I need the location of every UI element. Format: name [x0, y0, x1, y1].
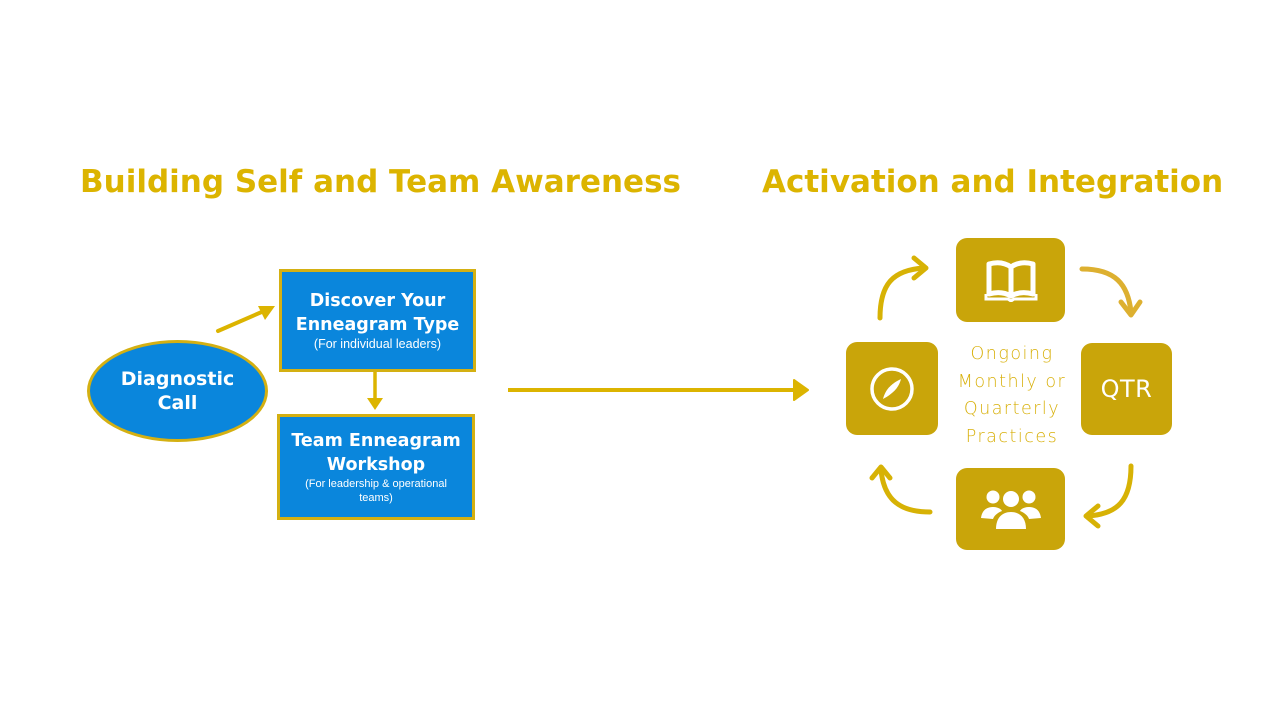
cycle-arrow-right-to-bottom: [1085, 463, 1134, 519]
cycle-arrow-top-to-right: [1079, 266, 1134, 315]
diagnostic-call-node: Diagnostic Call: [87, 340, 268, 442]
discover-type-line2: Enneagram Type: [295, 315, 460, 335]
arrow-discover-to-workshop-head: [367, 398, 383, 410]
team-workshop-subtitle: (For leadership & operational teams): [305, 478, 447, 504]
cycle-center-line: Ongoing: [970, 344, 1054, 364]
discover-type-node: Discover Your Enneagram Type (For indivi…: [279, 269, 476, 372]
open-book-icon: [984, 260, 1037, 302]
cycle-center-label: Ongoing Monthly or Quarterly Practices: [948, 341, 1076, 451]
section-title-activation: Activation and Integration: [762, 164, 1224, 200]
diagnostic-call-line2: Call: [157, 392, 198, 414]
cycle-arrow-bottom-to-left-head: [869, 464, 893, 481]
cycle-tile-right: QTR: [1081, 343, 1172, 435]
cycle-tile-top: [956, 238, 1065, 322]
cycle-tile-bottom: [956, 468, 1065, 550]
diagnostic-call-line1: Diagnostic: [120, 368, 235, 390]
cycle-center-line: Monthly or: [957, 371, 1067, 392]
team-workshop-node: Team Enneagram Workshop (For leadership …: [277, 414, 475, 520]
cycle-arrow-left-to-top: [877, 265, 927, 321]
cycle-arrow-top-to-right-head: [1118, 299, 1143, 318]
arrow-diagnostic-to-discover-head: [258, 306, 275, 320]
arrow-phase-transition-head: [793, 379, 809, 401]
cycle-arrow-bottom-to-left: [878, 467, 933, 515]
cycle-center-line: Quarterly: [963, 399, 1061, 419]
cycle-center-line: Practices: [965, 426, 1059, 447]
qtr-label: QTR: [1100, 375, 1153, 403]
cycle-arrow-left-to-top-head: [911, 255, 929, 281]
discover-type-line1: Discover Your: [309, 291, 446, 311]
arrow-diagnostic-to-discover: [216, 309, 266, 333]
team-people-icon: [980, 490, 1041, 529]
compass-icon: [870, 366, 914, 411]
section-title-awareness: Building Self and Team Awareness: [80, 164, 681, 200]
cycle-arrow-right-to-bottom-head: [1083, 503, 1101, 529]
cycle-tile-left: [846, 342, 938, 435]
discover-type-subtitle: (For individual leaders): [313, 337, 442, 351]
team-workshop-line2: Workshop: [326, 455, 426, 475]
team-workshop-line1: Team Enneagram: [291, 431, 461, 451]
